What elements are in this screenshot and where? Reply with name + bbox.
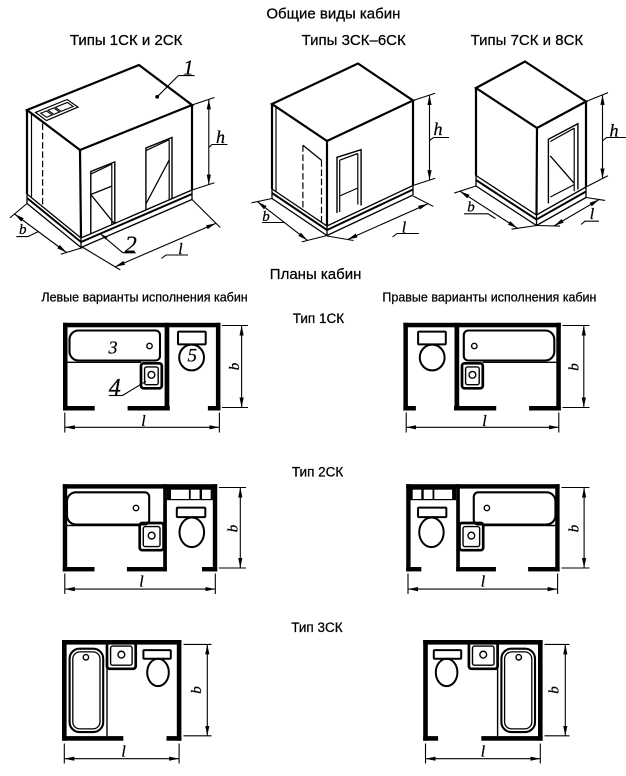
svg-text:b: b	[227, 362, 243, 370]
svg-text:h: h	[610, 121, 619, 141]
svg-text:l: l	[482, 413, 487, 430]
svg-text:h: h	[216, 127, 225, 147]
svg-text:Типы 3СК–6СК: Типы 3СК–6СК	[302, 32, 406, 49]
svg-text:Общие виды кабин: Общие виды кабин	[266, 5, 400, 22]
svg-text:3: 3	[108, 338, 118, 358]
svg-text:b: b	[567, 524, 583, 532]
svg-text:Правые варианты исполнения каб: Правые варианты исполнения кабин	[382, 291, 596, 305]
svg-text:b: b	[567, 363, 583, 371]
svg-text:l: l	[402, 220, 407, 237]
svg-text:b: b	[189, 686, 205, 694]
svg-text:l: l	[121, 744, 126, 761]
svg-text:b: b	[226, 524, 242, 532]
svg-text:Тип 3СК: Тип 3СК	[291, 620, 343, 635]
svg-text:l: l	[141, 413, 146, 430]
svg-text:l: l	[481, 574, 486, 591]
svg-text:l: l	[590, 206, 595, 223]
svg-text:l: l	[139, 574, 144, 591]
svg-text:l: l	[481, 744, 486, 761]
svg-text:Типы 7СК и 8СК: Типы 7СК и 8СК	[471, 32, 584, 49]
svg-text:h: h	[434, 119, 443, 139]
svg-text:Типы 1СК и 2СК: Типы 1СК и 2СК	[70, 32, 183, 49]
svg-text:Планы кабин: Планы кабин	[270, 266, 362, 283]
svg-text:5: 5	[188, 346, 198, 367]
svg-text:l: l	[178, 241, 183, 258]
svg-text:Левые варианты исполнения каби: Левые варианты исполнения кабин	[41, 291, 247, 305]
svg-text:4: 4	[109, 375, 121, 401]
svg-text:b: b	[467, 200, 475, 216]
svg-text:b: b	[547, 686, 563, 694]
svg-text:Тип 2СК: Тип 2СК	[292, 464, 344, 479]
svg-text:b: b	[262, 209, 270, 225]
svg-text:2: 2	[125, 233, 137, 259]
svg-text:1: 1	[183, 56, 194, 80]
svg-text:Тип 1СК: Тип 1СК	[293, 311, 345, 326]
svg-text:b: b	[19, 222, 27, 238]
